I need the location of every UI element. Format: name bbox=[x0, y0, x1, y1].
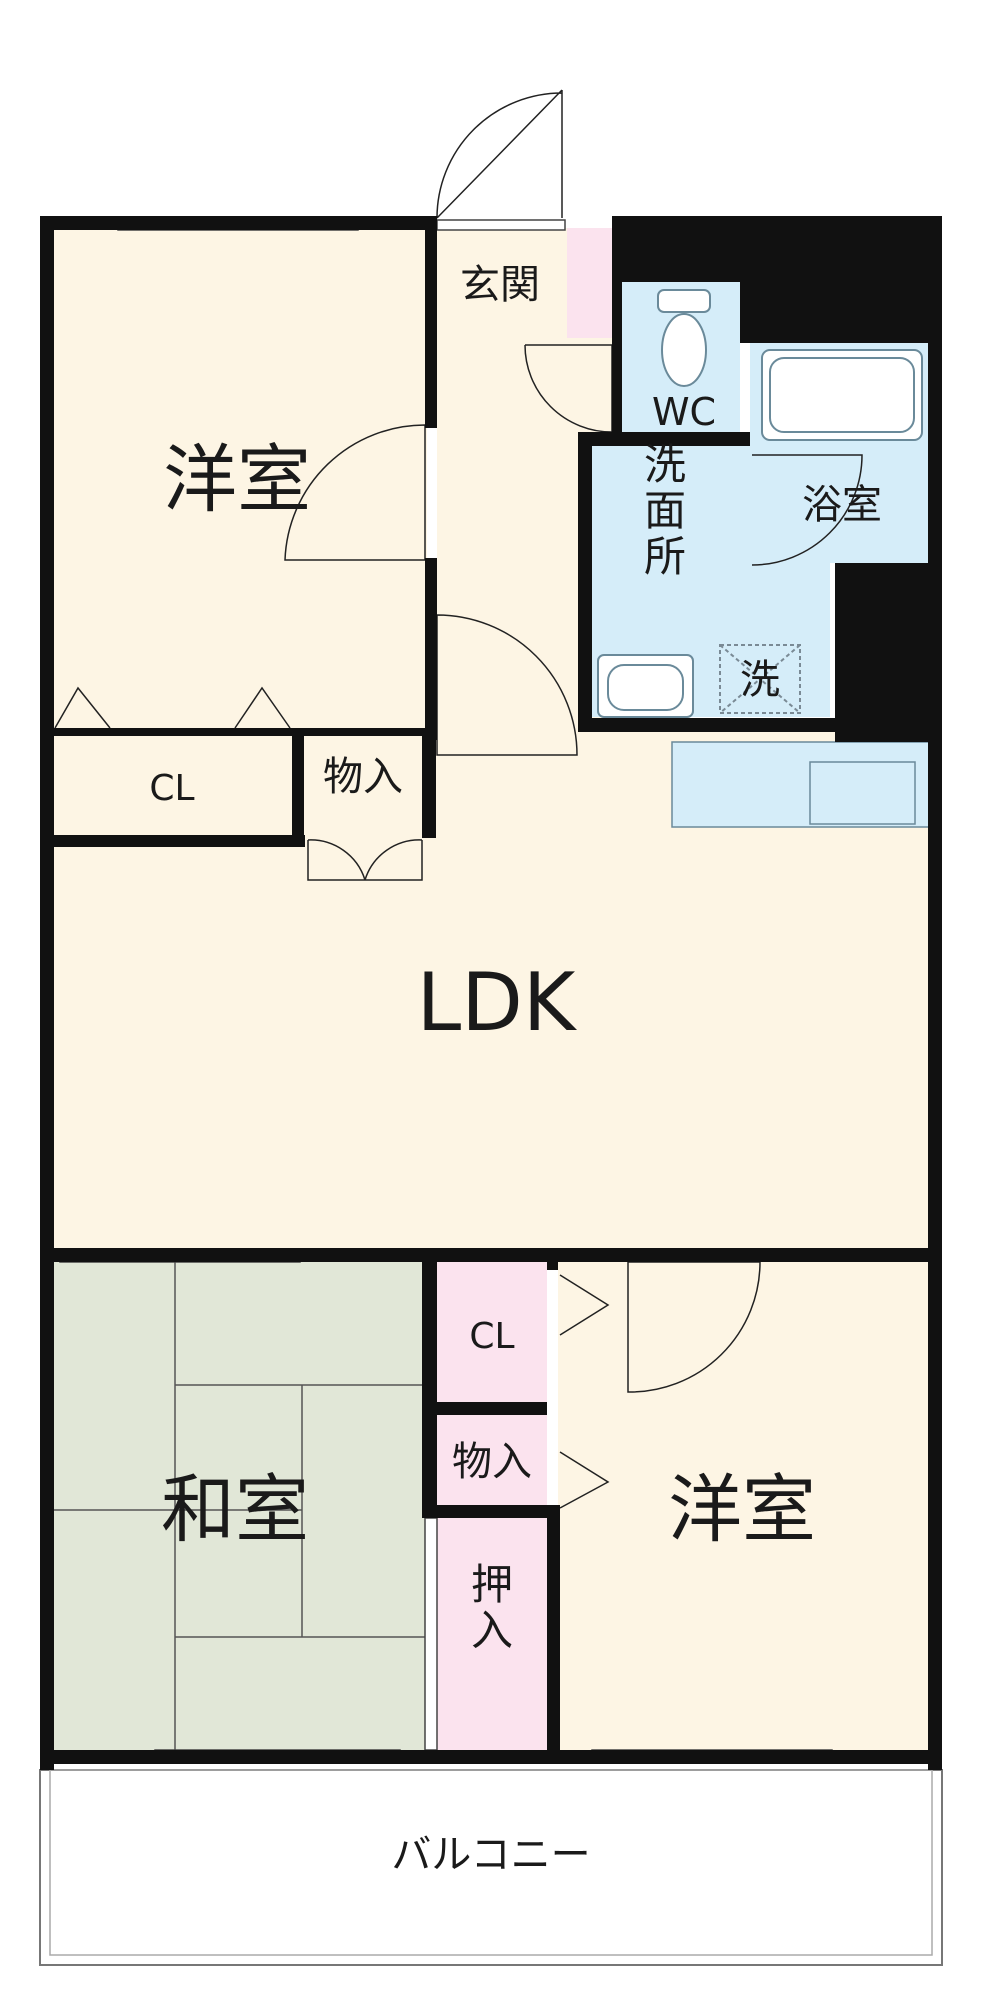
wall-west bbox=[40, 216, 54, 1770]
front-door-icon bbox=[436, 89, 563, 219]
wall-closet-top bbox=[52, 728, 437, 736]
storage-south-door-icon bbox=[559, 1451, 610, 1509]
western-room-north-label: 洋室 bbox=[163, 437, 311, 523]
kitchen-counter bbox=[671, 741, 931, 828]
washer-space-icon bbox=[719, 644, 801, 714]
closet-north-door-icon bbox=[54, 686, 291, 729]
bathroom-label: 浴室 bbox=[802, 482, 882, 528]
wall-block-e bbox=[740, 216, 942, 343]
entrance-inner-door-icon bbox=[524, 344, 613, 433]
closet-south-floor bbox=[437, 1262, 547, 1402]
wall-japanese-east bbox=[422, 1262, 437, 1518]
japanese-room-label: 和室 bbox=[161, 1467, 309, 1553]
fixtures bbox=[597, 289, 923, 718]
storage-north-label: 物入 bbox=[323, 754, 403, 800]
oshiire-label: 押入 bbox=[471, 1560, 513, 1655]
western-room-south-floor bbox=[558, 1262, 930, 1750]
entrance-label: 玄関 bbox=[460, 262, 540, 308]
storage-south-floor bbox=[437, 1415, 547, 1505]
wall-entrance-wc bbox=[612, 228, 622, 438]
wall-oshiire-east bbox=[547, 1505, 560, 1763]
closet-south-label: CL bbox=[469, 1316, 514, 1357]
wall-western-north-east bbox=[425, 228, 437, 428]
japanese-room-floor bbox=[52, 1262, 425, 1750]
wall-north-west bbox=[40, 216, 437, 230]
wall-shaft-e bbox=[835, 565, 942, 742]
room-labels: 洋室 玄関 WC 浴室 洗 CL 物入 LDK 和室 CL 物入 洋室 バルコニ… bbox=[149, 262, 882, 1878]
wall-south bbox=[40, 1750, 942, 1764]
oshiire-sliding-door bbox=[424, 1517, 438, 1751]
hallway-door-icon bbox=[436, 614, 578, 756]
doors bbox=[54, 89, 863, 1509]
storage-north-door-icon bbox=[307, 839, 423, 881]
storage-south-label: 物入 bbox=[452, 1439, 532, 1485]
wall-bath-bottom bbox=[835, 563, 942, 577]
vertical-char: 洗 bbox=[644, 440, 686, 489]
western-room-south-label: 洋室 bbox=[668, 1467, 816, 1553]
wall-storage-oshiire bbox=[437, 1505, 558, 1518]
wall-cl-storage bbox=[437, 1402, 547, 1415]
washer-label: 洗 bbox=[740, 657, 780, 703]
wall-closet-bottom bbox=[52, 835, 305, 847]
balcony-rail bbox=[49, 1769, 933, 1956]
wall-washroom-bottom bbox=[578, 718, 835, 732]
balcony-label: バルコニー bbox=[391, 1832, 590, 1878]
wall-east bbox=[928, 216, 942, 1770]
balcony-floor bbox=[39, 1769, 943, 1966]
wall-wc-bottom bbox=[580, 432, 750, 446]
entrance-floor bbox=[437, 228, 567, 338]
ldk-label: LDK bbox=[417, 956, 578, 1049]
toilet-label: WC bbox=[652, 390, 716, 434]
vertical-char: 入 bbox=[471, 1606, 513, 1655]
bathtub-icon bbox=[761, 349, 923, 441]
oshiire-floor bbox=[437, 1518, 547, 1750]
closet-south-door-icon bbox=[559, 1274, 610, 1336]
window-north-entrance bbox=[436, 219, 566, 231]
walls bbox=[40, 216, 942, 1770]
wall-closet-divider bbox=[292, 735, 304, 835]
bathroom-door-icon bbox=[751, 454, 863, 566]
wall-cl-east bbox=[547, 1262, 558, 1270]
kitchen-sink bbox=[809, 761, 916, 825]
vertical-char: 所 bbox=[644, 532, 686, 581]
closet-north-label: CL bbox=[149, 768, 194, 809]
toilet-icon bbox=[657, 289, 711, 387]
western-room-north-door-icon bbox=[284, 424, 426, 561]
wall-western-north-east-2 bbox=[425, 558, 437, 740]
wall-ldk-south bbox=[40, 1248, 942, 1262]
entrance-shoe-rack bbox=[567, 228, 612, 338]
washbasin-icon bbox=[597, 654, 694, 718]
wall-storage-north-east bbox=[422, 728, 436, 838]
western-room-south-door-icon bbox=[627, 1261, 761, 1393]
vertical-char: 面 bbox=[644, 486, 686, 535]
western-room-north-floor bbox=[52, 228, 427, 730]
wall-washroom-west bbox=[578, 432, 592, 732]
vertical-char: 押 bbox=[471, 1560, 513, 1609]
tatami-mats bbox=[52, 1262, 425, 1750]
washroom-label: 洗面所 bbox=[644, 440, 686, 581]
